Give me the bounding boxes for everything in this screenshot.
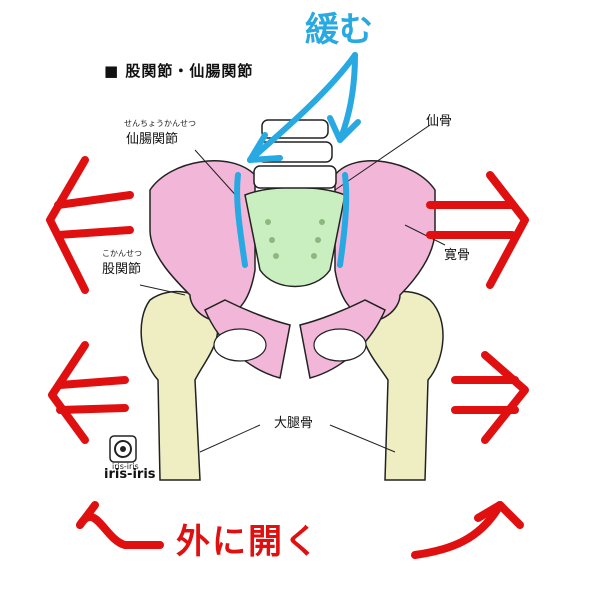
blue-annotation-arrows (234, 52, 361, 268)
page-title: ■ 股関節・仙腸関節 (104, 62, 254, 80)
leader-lines (139, 124, 446, 453)
logo-name: iris-iris (104, 467, 156, 482)
open-outward-annotation: 外に開く (176, 522, 320, 562)
lumbar-vertebrae (253, 119, 337, 189)
loosen-annotation: 緩む (305, 10, 373, 50)
sacroiliac-joint-ruby: せんちょうかんせつ (124, 119, 196, 128)
sacroiliac-joint-label: 仙腸関節 (126, 132, 179, 147)
red-annotation-arrows (46, 156, 529, 559)
hip-joint-label: 股関節 (102, 262, 142, 277)
ilium-label: 寛骨 (444, 248, 471, 263)
hip-joint-ruby: こかんせつ (102, 249, 142, 258)
pelvis (149, 160, 436, 379)
femur-label: 大腿骨 (274, 416, 314, 431)
left-femur (140, 290, 219, 481)
sacrum-label: 仙骨 (426, 114, 453, 129)
iris-logo-icon (109, 435, 137, 463)
sacrum (244, 186, 346, 288)
logo-small-text: iris-iris (112, 462, 139, 471)
